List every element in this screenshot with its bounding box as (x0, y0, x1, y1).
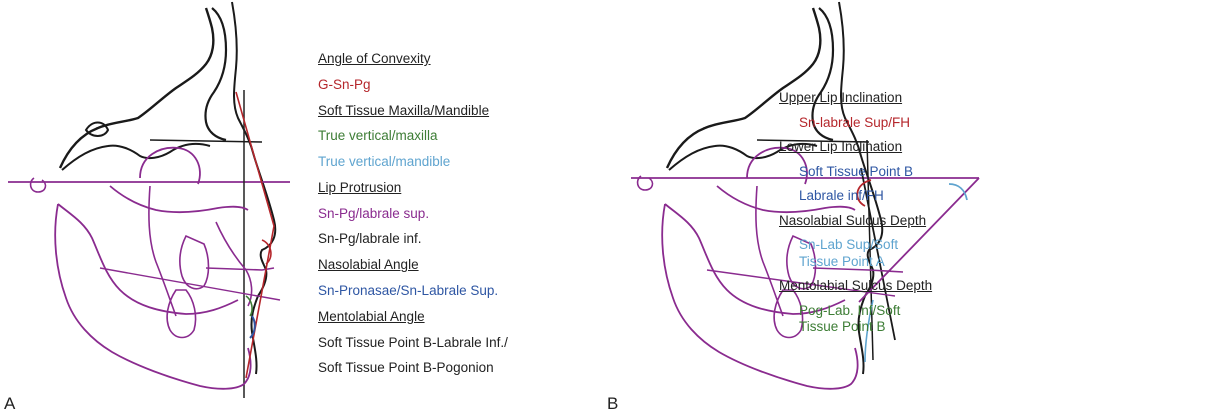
legend-item: Soft Tissue Point B-Labrale Inf./ (318, 335, 508, 351)
legend-heading: Mentolabial Angle (318, 309, 508, 325)
panel-letter-a: A (4, 394, 15, 414)
panel-b: B Upper Lip InclinationSn-labrale Sup/FH… (603, 0, 1206, 415)
legend-item: Sn-labrale Sup/FH (779, 115, 939, 131)
cranial-base (62, 144, 210, 170)
panel-a: A Angle of ConvexityG-Sn-PgSoft Tissue M… (0, 0, 603, 415)
legend-item: True vertical/maxilla (318, 128, 508, 144)
palatal-plane (150, 140, 262, 142)
orbit-outline (140, 148, 200, 184)
legend-item: Sn-Pg/labrale inf. (318, 231, 508, 247)
legend-heading: Upper Lip Inclination (779, 90, 939, 106)
angle-of-convexity-lines (236, 92, 274, 378)
legend-item: True vertical/mandible (318, 154, 508, 170)
legend-item: G-Sn-Pg (318, 77, 508, 93)
ear-rod (31, 178, 46, 192)
legend-item: Sn-Lab Sup/Soft Tissue Point A (779, 237, 939, 269)
ramus-outline (58, 204, 238, 314)
legend-heading: Angle of Convexity (318, 51, 508, 67)
cephalometric-tracing-a (0, 0, 603, 415)
legend-heading: Nasolabial Sulcus Depth (779, 213, 939, 229)
legend-heading: Soft Tissue Maxilla/Mandible (318, 103, 508, 119)
maxilla-outline (110, 186, 248, 212)
legend-heading: Mentolabial Sulcus Depth (779, 278, 939, 294)
legend-item: Soft Tissue Point B (779, 164, 939, 180)
occlusal-line (206, 268, 274, 270)
legend-a: Angle of ConvexityG-Sn-PgSoft Tissue Max… (318, 51, 508, 386)
legend-item: Sn-Pronasae/Sn-Labrale Sup. (318, 283, 508, 299)
legend-item: Sn-Pg/labrale sup. (318, 206, 508, 222)
legend-b: Upper Lip InclinationSn-labrale Sup/FH Lo… (779, 90, 939, 344)
legend-heading: Lip Protrusion (318, 180, 508, 196)
frontal-outline (205, 8, 226, 140)
legend-item: Soft Tissue Point B-Pogonion (318, 360, 508, 376)
legend-heading: Lower Lip Inclination (779, 139, 939, 155)
legend-item: Labrale inf/FH (779, 188, 939, 204)
panel-letter-b: B (607, 394, 618, 414)
lower-lip-inclination-arc (949, 184, 967, 200)
tooth-upper (180, 236, 209, 289)
legend-heading: Nasolabial Angle (318, 257, 508, 273)
legend-item: Pog-Lab. Inf/Soft Tissue Point B (779, 303, 939, 335)
